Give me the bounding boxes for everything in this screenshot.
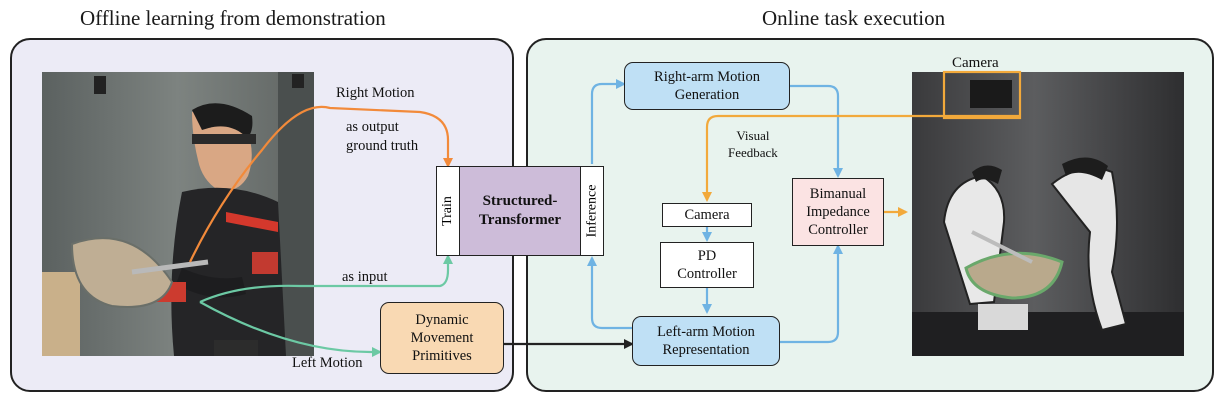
bimanual-impedance-controller-box: Bimanual Impedance Controller [792,178,884,246]
as-input-arrow [199,254,453,304]
pd-controller-box: PD Controller [660,242,754,288]
offline-section-title: Offline learning from demonstration [80,6,386,30]
as-input-label: as input [342,269,388,285]
human-demo-photo [42,72,314,356]
train-tab: Train [436,166,460,256]
robot-photo [912,72,1184,356]
person-holding-bowl-and-ladle-photo-icon [42,72,314,356]
dual-arm-robot-with-bowl-photo-icon [912,72,1184,356]
left-motion-label: Left Motion [292,355,363,371]
structured-transformer-box: Structured- Transformer [459,166,581,256]
as-output-ground-truth-label: as output ground truth [346,119,419,154]
train-label: Train [440,196,456,226]
inference-tab: Inference [580,166,604,256]
right-arm-to-impedance-arrow [790,84,843,178]
left-arm-to-inference-arrow [587,256,632,330]
left-arm-motion-representation-box: Left-arm Motion Representation [632,316,780,366]
visual-feedback-label: Visual Feedback [728,128,778,160]
dmp-box: Dynamic Movement Primitives [380,302,504,374]
camera-box: Camera [662,203,752,227]
camera-photo-label: Camera [952,55,999,71]
inference-to-right-arm-arrow [590,79,626,164]
right-arm-motion-generation-box: Right-arm Motion Generation [624,62,790,110]
visual-feedback-arrow [702,114,1020,202]
inference-label: Inference [584,184,599,238]
camera-highlight-box [942,70,1022,120]
right-motion-arrow [189,105,453,263]
right-motion-label: Right Motion [336,85,415,101]
left-motion-arrow [199,301,382,357]
left-arm-to-impedance-arrow [780,244,843,344]
online-section-title: Online task execution [762,6,946,30]
